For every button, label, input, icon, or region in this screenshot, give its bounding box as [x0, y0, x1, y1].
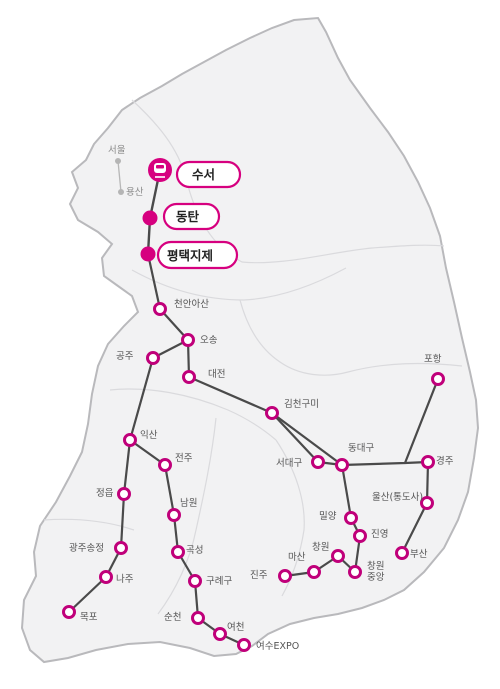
station-pyeongtaek-jije-label: 평택지제 — [167, 248, 213, 263]
station-miryang[interactable] — [344, 511, 358, 525]
station-osong-label: 오송 — [200, 335, 218, 346]
station-pohang-label: 포항 — [424, 354, 442, 365]
station-suseo-badge — [175, 160, 242, 189]
station-jeonju[interactable] — [158, 458, 172, 472]
station-miryang-label: 밀양 — [319, 510, 337, 522]
station-jinju[interactable] — [278, 569, 292, 583]
region-border-4 — [109, 388, 277, 441]
station-jeongeup-label: 정읍 — [96, 488, 114, 499]
station-pyeongtaek-jije[interactable]: 평택지제 — [140, 240, 239, 270]
station-cheonan-asan[interactable] — [153, 302, 167, 316]
station-daejeon[interactable] — [182, 370, 196, 384]
station-dongdaegu-label: 동대구 — [348, 443, 374, 454]
station-dongdaegu[interactable] — [335, 458, 349, 472]
station-dongtan-label: 동탄 — [176, 209, 200, 224]
region-border-7 — [43, 518, 135, 531]
station-jinyeong[interactable] — [353, 529, 367, 543]
region-border-3 — [239, 299, 463, 376]
station-dongtan-badge — [162, 202, 221, 231]
region-border-5 — [157, 417, 217, 615]
station-yeosu-expo-label: 여수EXPO — [256, 640, 299, 652]
station-naju[interactable] — [99, 570, 113, 584]
station-yongsan-dot — [118, 189, 124, 195]
station-suseo-label: 수서 — [192, 167, 215, 182]
station-jinyeong-label: 진영 — [371, 529, 388, 540]
station-namwon-label: 남원 — [180, 498, 197, 509]
station-gwangju-songjeong[interactable] — [114, 541, 128, 555]
station-gimcheon-gumi[interactable] — [265, 406, 279, 420]
station-gongju[interactable] — [146, 351, 160, 365]
station-pyeongtaek-jije-badge — [156, 240, 239, 270]
station-yeocheon-label: 여천 — [227, 621, 244, 633]
station-busan-label: 부산 — [410, 549, 428, 560]
station-masan-label: 마산 — [288, 552, 306, 563]
station-jinju-label: 진주 — [250, 570, 268, 581]
station-suncheon[interactable] — [191, 611, 205, 625]
station-gurye[interactable] — [188, 574, 202, 588]
station-dongtan-dot — [142, 210, 158, 226]
station-gwangju-songjeong-label: 광주송정 — [69, 542, 104, 554]
station-namwon[interactable] — [167, 508, 181, 522]
station-ulsan-label: 울산(통도사) — [372, 492, 423, 503]
station-naju-label: 나주 — [116, 574, 134, 585]
station-gokseong[interactable] — [171, 545, 185, 559]
station-seodaegu-label: 서대구 — [276, 458, 302, 469]
station-yeocheon[interactable] — [213, 627, 227, 641]
station-changwon-label: 창원 — [312, 542, 329, 553]
station-gyeongju-label: 경주 — [436, 455, 454, 467]
rail-line-gyeongbu-busan — [400, 460, 430, 555]
station-gokseong-label: 곡성 — [186, 545, 203, 556]
station-changwon-jungang[interactable] — [348, 565, 362, 579]
station-dongtan[interactable]: 동탄 — [142, 202, 221, 231]
landmass — [20, 16, 480, 664]
train-icon-window — [156, 165, 164, 169]
station-yongsan-label: 용산 — [126, 187, 144, 198]
station-suncheon-label: 순천 — [164, 612, 181, 623]
station-gongju-label: 공주 — [116, 351, 134, 362]
station-iksan[interactable] — [123, 433, 137, 447]
station-busan[interactable] — [395, 546, 409, 560]
region-border-2 — [131, 267, 347, 301]
rail-line-gyeongbu-upper — [146, 252, 344, 467]
region-border-1 — [131, 99, 445, 264]
station-daejeon-label: 대전 — [208, 369, 225, 380]
station-pohang[interactable] — [431, 372, 445, 386]
station-iksan-label: 익산 — [140, 429, 158, 441]
station-osong[interactable] — [181, 333, 195, 347]
station-pyeongtaek-jije-dot — [140, 246, 156, 262]
station-seoul-dot — [115, 158, 121, 164]
station-masan[interactable] — [307, 565, 321, 579]
station-jeonju-label: 전주 — [175, 453, 193, 464]
station-gimcheon-gumi-label: 김천구미 — [284, 398, 319, 410]
station-ulsan[interactable] — [420, 496, 434, 510]
station-yeosu-expo[interactable] — [237, 638, 251, 652]
station-seoul-label: 서울 — [108, 145, 126, 156]
station-suseo[interactable]: 수서 — [148, 158, 242, 189]
reference-line-seoul-yongsan — [117, 160, 122, 193]
station-changwon[interactable] — [331, 549, 345, 563]
station-mokpo[interactable] — [62, 605, 76, 619]
station-seodaegu[interactable] — [311, 455, 325, 469]
station-cheonan-asan-label: 천안아산 — [174, 299, 209, 310]
station-jeongeup[interactable] — [117, 487, 131, 501]
station-gyeongju[interactable] — [421, 455, 435, 469]
station-mokpo-label: 목포 — [80, 612, 98, 623]
station-gurye-label: 구례구 — [206, 576, 232, 587]
